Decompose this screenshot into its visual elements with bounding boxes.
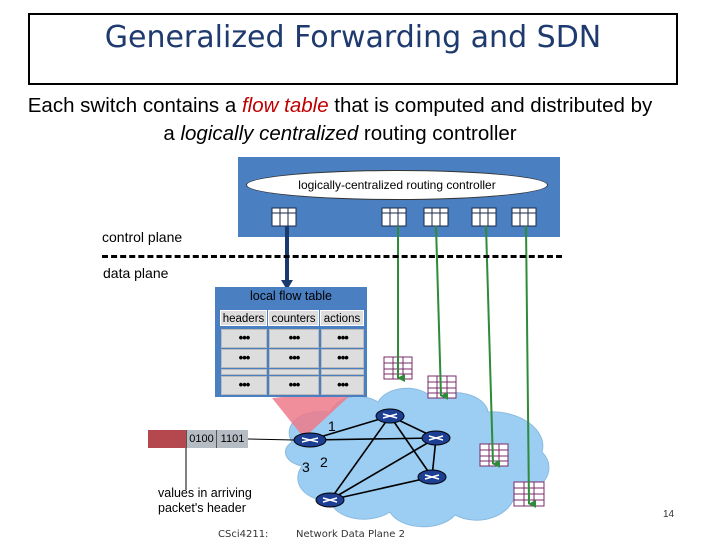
flow-table-cell (321, 369, 364, 375)
flow-table-cell (269, 369, 319, 375)
page-number: 14 (663, 509, 675, 520)
flow-table-header-headers: headers (220, 310, 267, 326)
flow-table-cell: ••• (321, 376, 364, 395)
router-icon (293, 432, 327, 448)
slide-title: Generalized Forwarding and SDN (104, 20, 602, 55)
controller-table-icons (271, 207, 537, 227)
flow-table-cell: ••• (321, 329, 364, 348)
routing-controller: logically-centralized routing controller (246, 170, 548, 200)
switch-table-icons (383, 356, 545, 507)
data-plane-label: data plane (103, 265, 169, 281)
flow-table-header-counters: counters (268, 310, 319, 326)
router-icon (315, 492, 345, 508)
flow-table-cell: ••• (321, 349, 364, 368)
control-plane-label: control plane (102, 229, 183, 245)
footer-course: CSci4211: (218, 529, 269, 540)
port-label: 2 (320, 454, 328, 470)
router-icon (417, 469, 447, 485)
flow-table-header-actions: actions (320, 310, 364, 326)
router-icon (375, 408, 405, 424)
flow-table-cell: ••• (269, 376, 319, 395)
flow-table-cell (221, 369, 267, 375)
router-icon (421, 430, 451, 446)
footer-topic: Network Data Plane 2 (296, 529, 405, 540)
flow-table-title: local flow table (250, 289, 332, 303)
flow-table-highlight (272, 390, 356, 438)
flow-distribution-arrows (397, 225, 537, 508)
packet-header-field: 0100 (186, 430, 216, 448)
plane-divider (102, 255, 562, 258)
title-frame (28, 13, 678, 85)
port-label: 3 (302, 459, 310, 475)
packet-link (247, 438, 295, 441)
flow-table-cell: ••• (221, 349, 267, 368)
slide-subtitle: Each switch contains a flow table that i… (27, 94, 653, 145)
port-label: 1 (328, 418, 336, 434)
flow-table-cell: ••• (221, 329, 267, 348)
flow-table-cell: ••• (269, 329, 319, 348)
flow-table-cell: ••• (221, 376, 267, 395)
packet-header-field: 1101 (216, 430, 248, 448)
packet-payload (148, 430, 186, 448)
flow-table-cell: ••• (269, 349, 319, 368)
